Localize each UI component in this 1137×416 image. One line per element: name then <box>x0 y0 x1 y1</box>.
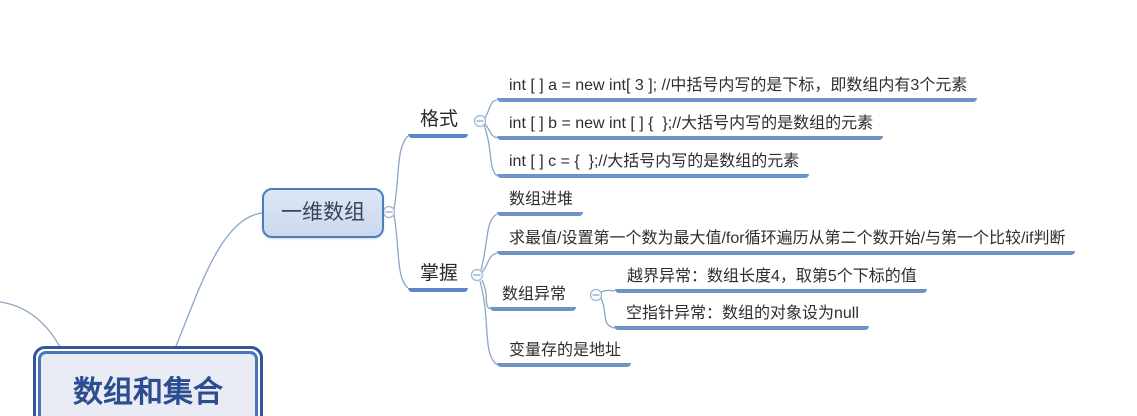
topic-max-value[interactable]: 求最值/设置第一个数为最大值/for循环遍历从第二个数开始/与第一个比较/if判… <box>497 229 1076 255</box>
connector-root-offscreen <box>0 301 61 348</box>
connector-master-heap <box>480 213 498 271</box>
collapse-icon-exception[interactable] <box>589 288 603 302</box>
topic-exception[interactable]: 数组异常 <box>490 285 577 311</box>
connector-exception-oob <box>600 289 616 293</box>
collapse-icon-array1d[interactable] <box>382 205 396 219</box>
connector-master-max <box>481 252 498 273</box>
connector-exception-npe <box>600 297 615 329</box>
connector-format-code-a <box>484 99 498 119</box>
connector-root-array1d <box>175 212 263 347</box>
connector-format-code-b <box>484 123 498 139</box>
connector-array1d-master <box>393 214 409 289</box>
connector-master-addr <box>479 280 498 366</box>
topic-null-pointer[interactable]: 空指针异常：数组的对象设为null <box>614 304 869 330</box>
topic-format[interactable]: 格式 <box>408 108 469 138</box>
topic-master[interactable]: 掌握 <box>408 262 469 292</box>
connector-master-exception <box>481 279 491 310</box>
collapse-icon-master[interactable] <box>470 268 484 282</box>
topic-out-of-bounds[interactable]: 越界异常：数组长度4，取第5个下标的值 <box>615 267 927 293</box>
node-root-label: 数组和集合 <box>38 351 258 416</box>
node-root[interactable]: 数组和集合 <box>33 346 263 416</box>
node-array1d[interactable]: 一维数组 <box>262 188 384 238</box>
topic-code-a[interactable]: int [ ] a = new int[ 3 ]; //中括号内写的是下标，即数… <box>497 76 978 102</box>
topic-code-c[interactable]: int [ ] c = { };//大括号内写的是数组的元素 <box>497 152 810 178</box>
connector-format-code-c <box>483 124 498 177</box>
collapse-icon-format[interactable] <box>473 114 487 128</box>
topic-addr[interactable]: 变量存的是地址 <box>497 341 632 367</box>
topic-heap[interactable]: 数组进堆 <box>497 190 584 216</box>
connector-array1d-format <box>393 135 409 210</box>
topic-code-b[interactable]: int [ ] b = new int [ ] { };//大括号内写的是数组的… <box>497 114 884 140</box>
